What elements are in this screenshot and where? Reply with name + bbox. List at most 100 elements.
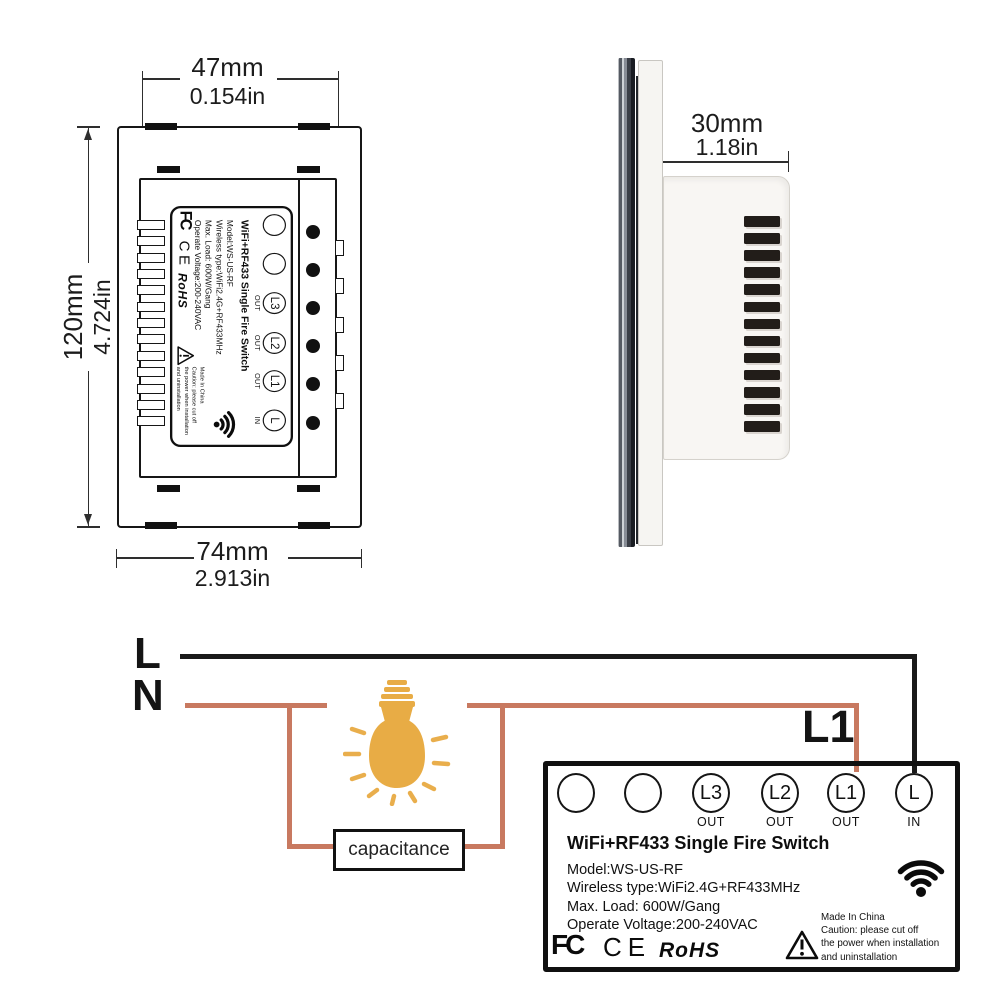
vent-slot [744,369,780,381]
heatsink-fin [136,416,165,427]
screw-circle [557,773,595,813]
spec-wireless: Wireless type:WiFi2.4G+RF433MHz [214,219,224,355]
terminal-screw [554,773,598,815]
rohs-logo: RoHS [175,273,190,309]
vent-slot [744,233,780,244]
terminal-screw [262,251,287,276]
spec-load: Max. Load: 600W/Gang [567,898,721,915]
terminal-circle: L [262,409,287,432]
clip-notch [335,316,344,333]
mounting-tab [298,522,330,529]
load-wire-drop [854,703,859,772]
load-wire-horizontal [467,703,859,708]
dim-left-block: 120mm 4.724in [58,258,116,376]
dim-extension-line [141,71,143,160]
terminal-circle: L1 [827,773,865,813]
terminal-strip-divider [298,180,300,476]
heatsink-fin [136,220,165,230]
screw-dot [306,263,320,278]
dim-arrow-up [83,129,92,140]
vent-slot [744,404,780,415]
heatsink-fin [136,285,165,296]
terminal-circle: L2 [761,773,799,813]
dim-left-mm: 120mm [58,273,88,361]
product-specs: Model:WS-US-RF Wireless type:WiFi2.4G+RF… [567,861,800,935]
vent-slot [744,216,780,227]
fcc-logo: FC [551,929,585,960]
terminal-circle: L3 [692,773,730,813]
mounting-tab [145,123,177,130]
heatsink-fin [136,252,165,263]
dim-cap [77,126,100,128]
dim-line [87,127,89,263]
wifi-icon [210,407,242,442]
glass-touch-panel-edge [618,58,635,547]
vent-slot [744,250,780,261]
dim-depth-mm: 30mm [690,108,764,138]
dim-tick [787,151,789,172]
neutral-wire-left [185,703,327,708]
heatsink-fin [136,236,165,247]
terminal-circle: L3 [262,292,287,315]
screw-dot [306,339,320,354]
dim-top-mm: 47mm [191,52,264,82]
screw-dot [306,301,320,316]
vent-slot [744,421,780,432]
product-title: WiFi+RF433 Single Fire Switch [567,833,830,853]
dim-tick [115,549,117,568]
heatsink-fin [136,318,165,329]
live-wire-label: L [134,629,161,678]
mounting-tab [297,166,320,173]
vent-slot [744,284,780,295]
heatsink-fin [136,399,165,410]
capacitor-label: capacitance [348,839,450,860]
dim-line [288,557,362,559]
clip-notch [335,240,344,256]
screw-circle [262,252,287,275]
spec-voltage: Operate Voltage:200-240VAC [567,917,758,934]
rohs-logo: RoHS [659,939,721,962]
product-specs: Model:WS-US-RF Wireless type:WiFi2.4G+RF… [192,220,235,355]
spec-model: Model:WS-US-RF [567,862,684,878]
caution-text: Made In China Caution: please cut off th… [821,912,940,963]
capacitor-lead-right [465,844,505,849]
heatsink-fin [136,301,165,312]
branch-wire-label: L1 [802,701,855,752]
terminal-circle: L2 [262,332,287,354]
wifi-icon [891,849,951,904]
neutral-wire-label: N [132,671,164,720]
dim-line [277,78,338,80]
vent-slot [744,352,780,364]
warning-triangle-icon [785,929,819,966]
vent-slot [744,267,780,278]
vent-slot [744,387,780,398]
terminal-screw [262,212,287,237]
heatsink-fin [136,367,165,378]
dim-top-inch: 0.154in [189,83,266,109]
dim-bottom-inch: 2.913in [194,565,271,591]
capacitor-lead-left [287,844,333,849]
switch-body-back [136,178,344,478]
screw-dot [306,377,320,392]
vent-slot [744,335,780,347]
clip-notch [335,393,344,410]
dim-arrow-down [83,514,92,525]
terminal-screw [621,773,665,815]
terminal-circle: L1 [262,370,287,393]
capacitor-leg-right [500,703,505,846]
dim-cap [77,526,100,528]
dim-extension-line [337,71,339,160]
spec-wireless: Wireless type:WiFi2.4G+RF433MHz [567,880,801,897]
clip-notch [335,278,344,295]
spec-load: Max. Load: 600W/Gang [203,219,213,309]
switch-body-side [663,176,790,460]
capacitor-leg-left [287,703,292,846]
